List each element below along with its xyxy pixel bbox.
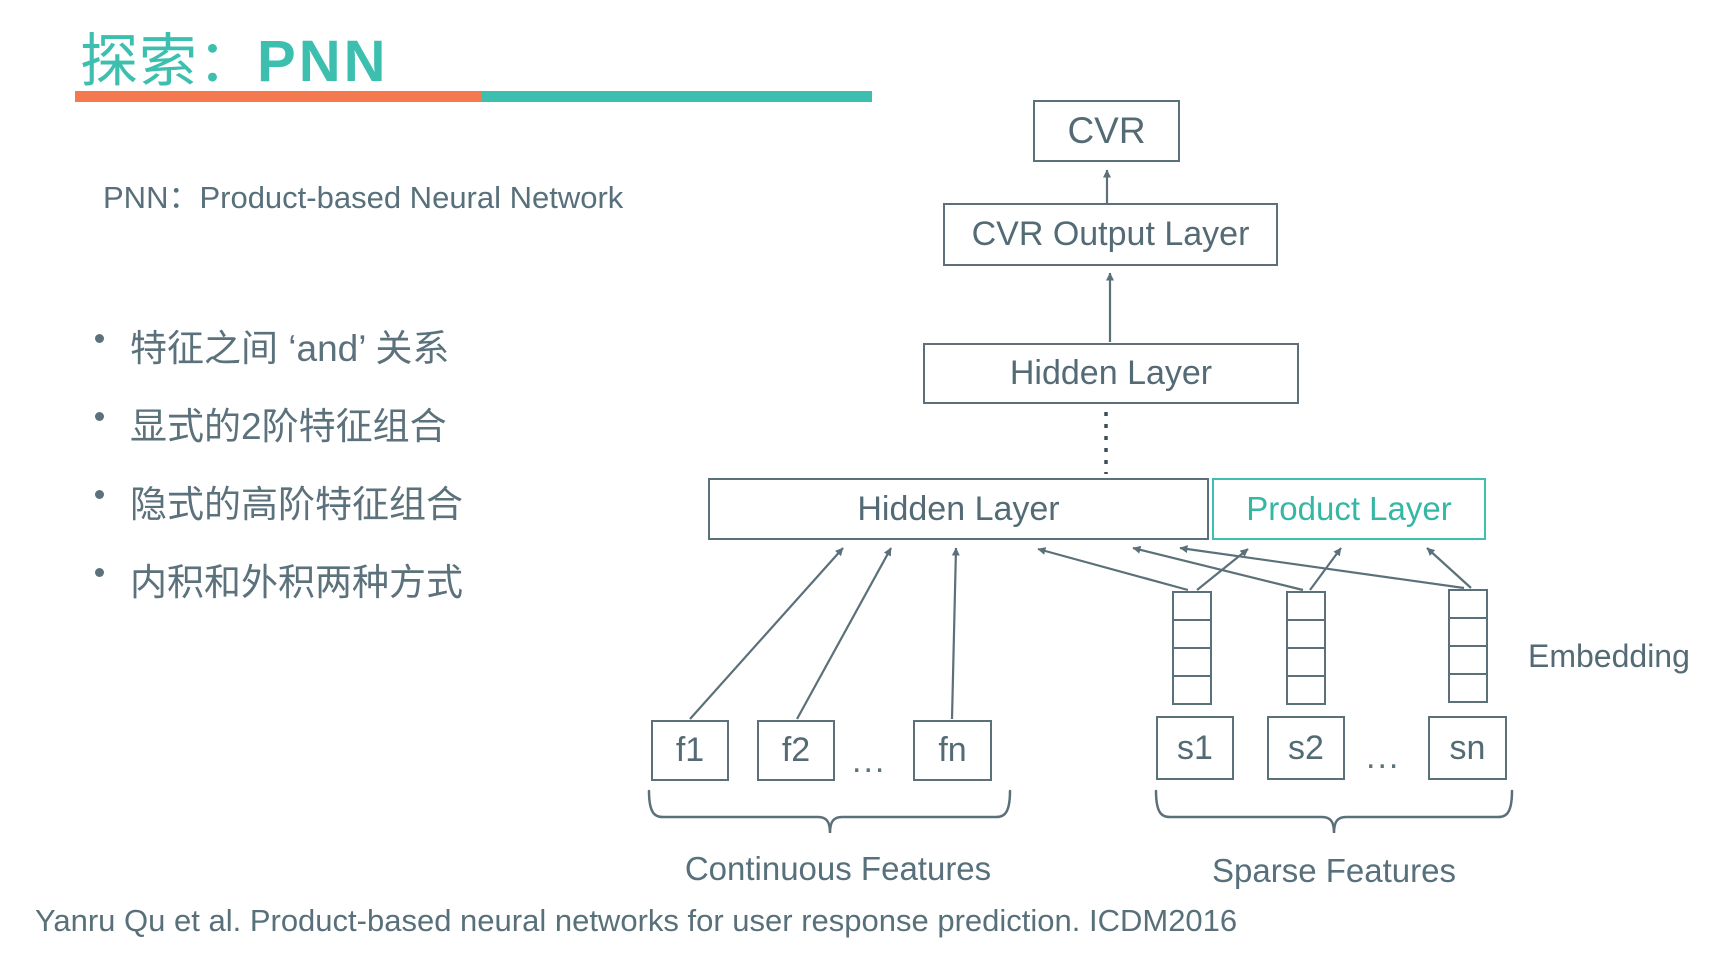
embedding-cell <box>1286 675 1326 705</box>
citation: Yanru Qu et al. Product-based neural net… <box>35 903 1238 938</box>
input-fn: fn <box>913 720 992 781</box>
bullet-dot <box>95 412 104 421</box>
arrow-embed3-to-product <box>1426 547 1472 589</box>
arrow-f2-to-hidden <box>796 547 892 720</box>
embedding-cell <box>1286 647 1326 677</box>
embedding-cell <box>1286 619 1326 649</box>
arrow-embed2-to-product <box>1309 547 1342 591</box>
bullet-item: 显式的2阶特征组合 <box>95 396 575 450</box>
input-s2: s2 <box>1267 716 1345 780</box>
embedding-column-3 <box>1448 589 1488 703</box>
bullet-text: 显式的2阶特征组合 <box>130 406 447 447</box>
label-sparse-features: Sparse Features <box>1212 852 1456 889</box>
brace-sparse <box>1154 789 1514 834</box>
embedding-label: Embedding <box>1528 638 1690 674</box>
input-sn: sn <box>1428 716 1507 780</box>
sparse-ellipsis: ... <box>1366 738 1401 776</box>
bullet-item: 内积和外积两种方式 <box>95 552 575 606</box>
arrow-embed1-to-hidden <box>1037 547 1189 592</box>
page-title-prefix: 探索： <box>80 29 258 94</box>
page-title: 探索：PNN <box>80 14 388 98</box>
arrow-embed2-to-hidden <box>1132 545 1304 592</box>
bullet-dot <box>95 490 104 499</box>
embedding-cell <box>1172 675 1212 705</box>
bullet-text: 隐式的高阶特征组合 <box>130 484 463 525</box>
embedding-cell <box>1286 591 1326 621</box>
input-f1: f1 <box>651 720 729 781</box>
embedding-column-1 <box>1172 591 1212 705</box>
bullet-text: 特征之间 ‘and’ 关系 <box>130 328 450 369</box>
title-underline-orange <box>75 91 481 102</box>
embedding-cell <box>1448 673 1488 703</box>
input-s1: s1 <box>1156 716 1234 780</box>
brace-continuous <box>647 789 1012 834</box>
label-continuous-features: Continuous Features <box>684 850 992 887</box>
node-product-layer: Product Layer <box>1212 478 1486 540</box>
embedding-cell <box>1172 647 1212 677</box>
embedding-column-2 <box>1286 591 1326 705</box>
bullet-list: 特征之间 ‘and’ 关系 显式的2阶特征组合 隐式的高阶特征组合 内积和外积两… <box>95 318 575 630</box>
node-cvr: CVR <box>1033 100 1180 162</box>
continuous-ellipsis: ... <box>852 742 887 780</box>
node-cvr-output-layer: CVR Output Layer <box>943 203 1278 266</box>
arrow-embed1-to-product <box>1196 548 1249 591</box>
bullet-item: 隐式的高阶特征组合 <box>95 474 575 528</box>
embedding-cell <box>1172 591 1212 621</box>
arrow-fn-to-hidden <box>950 547 960 720</box>
bullet-item: 特征之间 ‘and’ 关系 <box>95 318 575 372</box>
embedding-cell <box>1448 589 1488 619</box>
embedding-cell <box>1448 645 1488 675</box>
embedding-cell <box>1172 619 1212 649</box>
arrow-f1-to-hidden <box>689 547 844 720</box>
title-underline-teal <box>481 91 872 102</box>
arrow-embed3-to-hidden <box>1179 545 1465 590</box>
node-hidden-layer-main: Hidden Layer <box>708 478 1209 540</box>
node-hidden-layer-top: Hidden Layer <box>923 343 1299 404</box>
subtitle: PNN：Product-based Neural Network <box>103 180 624 215</box>
page-title-main: PNN <box>257 29 389 94</box>
embedding-cell <box>1448 617 1488 647</box>
bullet-text: 内积和外积两种方式 <box>130 562 463 603</box>
bullet-dot <box>95 334 104 343</box>
bullet-dot <box>95 568 104 577</box>
input-f2: f2 <box>757 720 835 781</box>
